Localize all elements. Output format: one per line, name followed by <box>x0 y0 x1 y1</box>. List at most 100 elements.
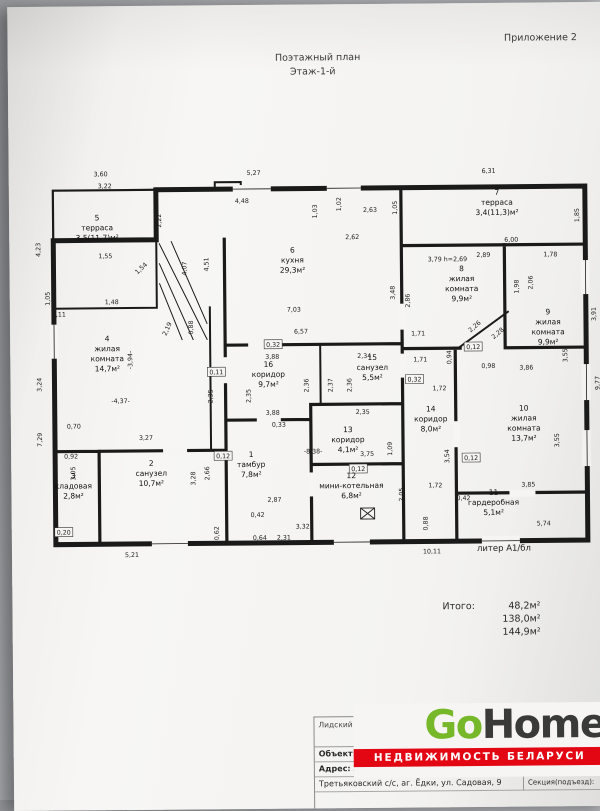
dim-label: 4,48 <box>235 198 249 205</box>
dim-label: 2,31 <box>277 535 291 542</box>
room-label: терраса <box>81 223 113 232</box>
address-row-2: Третьяковский с/с, аг. Ёдки, ул. Садовая… <box>314 775 524 793</box>
dim-box <box>263 339 283 350</box>
dim-label: 4,51 <box>203 257 210 271</box>
dim-label: 3,27 <box>139 435 153 442</box>
dim-label: 3,86 <box>519 365 533 372</box>
dim-label: 2,36 <box>346 378 353 392</box>
dim-label: 6,57 <box>294 328 308 335</box>
dim-label: 0,12 <box>466 344 480 351</box>
stairs-lines <box>158 241 208 341</box>
room-number: 3 <box>71 472 76 481</box>
room-number: 1 <box>249 450 254 459</box>
dim-label: 0,33 <box>272 422 286 429</box>
dim-label: 0,32 <box>407 376 421 383</box>
dim-label: 1,05 <box>392 201 399 215</box>
room-label: жилая <box>449 274 475 283</box>
dim-label: 2,35 <box>208 389 215 403</box>
dim-label: 1,72 <box>433 385 447 392</box>
dim-label: 2,87 <box>267 497 281 504</box>
room-label: 10,7м² <box>139 479 164 488</box>
dim-label: 3,75 <box>360 451 374 458</box>
room-label: коридор <box>331 435 365 444</box>
dim-label: 0,42 <box>251 512 265 519</box>
total-value-1: 48,2м² <box>508 600 541 612</box>
dim-label: 1,11 <box>52 312 66 319</box>
dim-label: 3,22 <box>98 183 112 190</box>
dim-label: 2,36 <box>303 378 310 392</box>
dim-box <box>348 463 368 474</box>
room-label: 13,7м² <box>511 433 536 442</box>
liter-label: литер А1/бл <box>477 544 531 554</box>
dim-label: 0,88 <box>423 516 430 530</box>
dim-label: 0,12 <box>351 466 365 473</box>
dim-box <box>405 374 424 384</box>
dim-label: 1,48 <box>105 299 119 306</box>
room-label: 5,5м² <box>362 373 383 382</box>
room-number: 14 <box>426 404 436 413</box>
dim-label: 1,03 <box>312 204 319 218</box>
room-label: кухня <box>281 256 304 265</box>
total-value-2: 138,0м² <box>502 613 541 625</box>
dim-box <box>213 450 233 461</box>
room-label: комната <box>445 284 478 293</box>
dim-label: 3,05 <box>70 466 77 480</box>
boiler-icon <box>360 507 376 520</box>
object-label: Объект: <box>318 749 356 759</box>
dim-label: 2,35 <box>356 409 370 416</box>
dim-label: 2,86 <box>405 294 412 308</box>
dim-label: 2,37 <box>327 378 334 392</box>
dim-label: 3,54 <box>444 449 451 463</box>
windows <box>49 184 592 548</box>
room-label: 4,1м² <box>338 445 359 454</box>
dim-label: 0,32 <box>266 342 280 349</box>
dim-label: 1,55 <box>98 253 112 260</box>
walls <box>50 181 591 548</box>
dim-label: 3,88 <box>265 354 279 361</box>
dim-label: 0,12 <box>216 453 230 460</box>
logo-go-text: Go <box>424 701 482 749</box>
dim-label: 1,71 <box>411 330 425 337</box>
room-number: 5 <box>95 213 100 222</box>
totals-label: Итого: <box>442 601 475 613</box>
dim-label: 0,88 <box>188 320 195 334</box>
room-label: 9,7м² <box>258 380 279 389</box>
dim-label: 0,42 <box>456 495 470 502</box>
dim-label: 0,11 <box>209 369 223 376</box>
dim-label: 5,74 <box>537 520 551 527</box>
totals-block: Итого: 48,2м² 138,0м² 144,9м² <box>442 600 540 640</box>
dim-label: 0,94 <box>446 350 453 364</box>
room-label: кладовая <box>55 481 92 490</box>
room-label: коридор <box>414 414 448 423</box>
dim-label: 0,98 <box>481 363 495 370</box>
dim-label: 5,21 <box>125 552 139 559</box>
dim-label: 7,29 <box>37 433 44 447</box>
dim-label: 1,78 <box>543 251 557 258</box>
room-label: гардеробная <box>468 498 519 507</box>
dim-label: 2,66 <box>204 466 211 480</box>
dim-label: 0,70 <box>67 423 81 430</box>
dim-label: 0,12 <box>464 455 478 462</box>
gohome-logo: GoHome НЕДВИЖИМОСТЬ БЕЛАРУСИ <box>353 701 600 779</box>
dim-box <box>207 366 226 377</box>
dim-label: 2,22 <box>156 214 163 228</box>
dim-label: 2,06 <box>528 275 535 289</box>
room-label: 14,7м² <box>95 364 120 373</box>
room-label: санузел <box>357 363 389 372</box>
dim-label: -8,38- <box>304 448 323 455</box>
room-label: комната <box>507 423 540 432</box>
room-label: 6,8м² <box>341 491 362 500</box>
room-label: 29,3м² <box>280 265 305 274</box>
room-number: 9 <box>545 307 550 316</box>
room-label: жилая <box>94 344 120 353</box>
room-label: комната <box>531 327 564 336</box>
room-number: 4 <box>105 334 110 343</box>
room-label: 5,1м² <box>483 508 504 517</box>
dim-label: 3,79 h=2,69 <box>428 256 467 263</box>
dim-label: 3,28 <box>190 471 197 485</box>
room-number: 12 <box>346 471 356 480</box>
dim-label: 3,91 <box>591 307 598 321</box>
total-value-3: 144,9м² <box>502 626 541 638</box>
room-label: 9,9м² <box>538 337 559 346</box>
room-label: санузел <box>136 469 168 478</box>
